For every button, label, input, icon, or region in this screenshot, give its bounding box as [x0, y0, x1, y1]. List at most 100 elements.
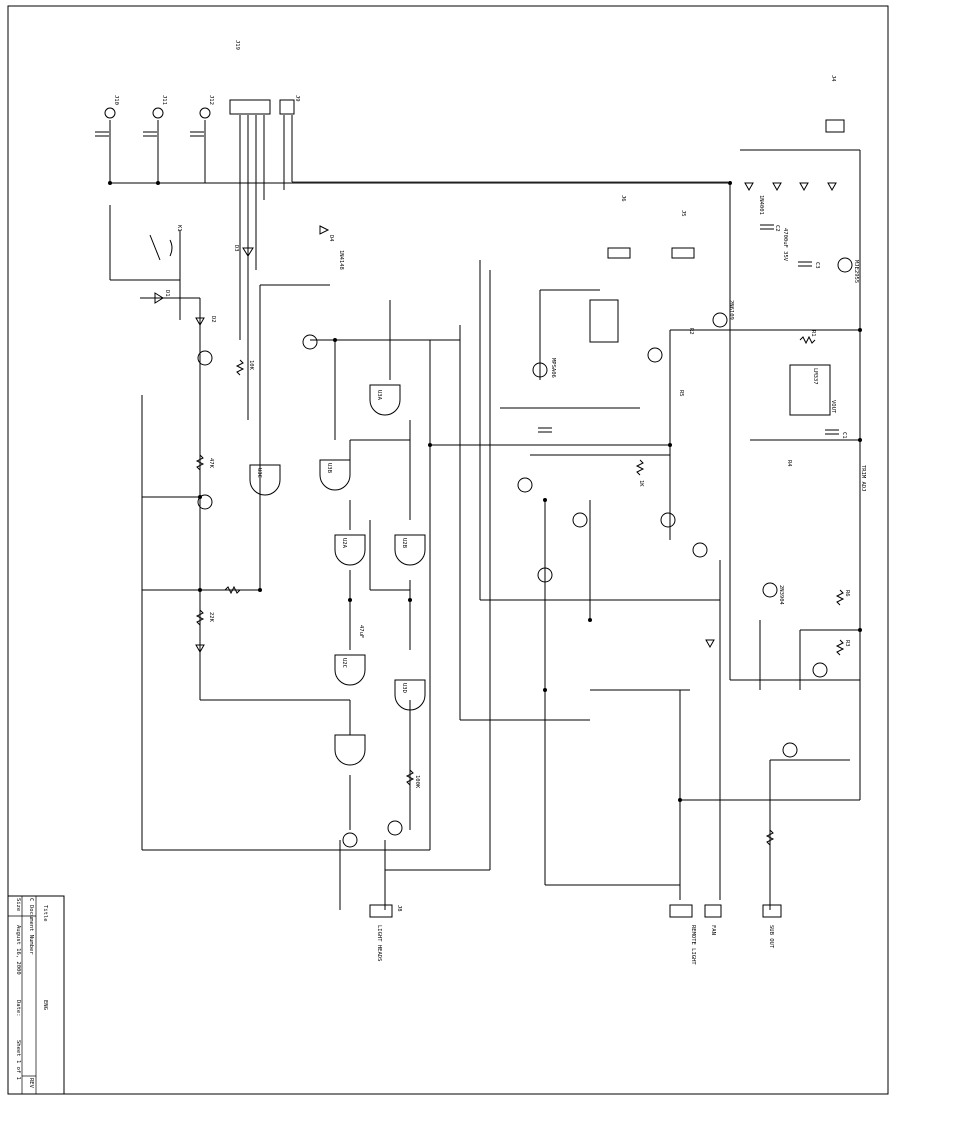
gate-u3c: [249, 464, 281, 496]
diode-d1-icon: [154, 292, 164, 304]
label-vout: VOUT: [830, 400, 836, 414]
diode-d3-icon: [242, 247, 254, 257]
jack-j12-icon: [199, 107, 211, 119]
label-val-47k: 47K: [208, 458, 214, 469]
label-r6: R6: [844, 590, 850, 597]
transistor-q3-icon: [302, 334, 318, 350]
label-r5: R5: [678, 390, 684, 397]
header-j4: [825, 119, 845, 133]
gate-u2c: [334, 654, 366, 686]
cap-c14-icon: [95, 131, 109, 137]
label-val-1n4001: 1N4001: [758, 195, 764, 215]
resistor-r6-icon: [835, 589, 845, 606]
transistor-q8-icon: [692, 542, 708, 558]
resistor-r24-icon: [235, 359, 245, 376]
label-r1: R1: [810, 330, 816, 337]
cap-c2-icon: [760, 224, 774, 230]
title-date-value: August 16, 2000: [15, 925, 21, 975]
label-u2a: U2A: [341, 538, 347, 549]
title-doc-label: Document Number: [28, 905, 34, 955]
regulator-u1: [789, 364, 831, 416]
label-q11: 2N3904: [778, 585, 784, 606]
transistor-q14-icon: [517, 477, 533, 493]
label-u1: LM337: [812, 368, 818, 385]
resistor-r31-icon: [195, 454, 205, 471]
transistor-q5-icon: [342, 832, 358, 848]
label-j8: J8: [396, 905, 402, 912]
gate-u3b: [319, 459, 351, 491]
transistor-q4-icon: [647, 347, 663, 363]
header-j5: [671, 247, 695, 259]
resistor-r14-icon: [635, 459, 645, 476]
label-r3: R3: [844, 640, 850, 647]
header-light-heads: [369, 904, 393, 918]
label-u2c: U2C: [341, 658, 347, 668]
resistor-r22-icon: [195, 609, 205, 626]
label-fan: FAN: [710, 925, 716, 935]
transistor-q1-icon: [837, 257, 853, 273]
header-j9: [279, 99, 295, 115]
cap-c1-icon: [825, 429, 839, 435]
resistor-r30-icon: [405, 769, 415, 786]
resistor-r35-icon: [765, 829, 775, 846]
diode-bridge-1-icon: [744, 182, 754, 192]
title-sheet-value: 1 of 1: [15, 1060, 21, 1080]
title-rev-value: ENG: [42, 1000, 48, 1010]
label-k1: K1: [176, 225, 182, 232]
label-u2b: U2B: [401, 538, 407, 549]
label-val-mps: MPSA06: [550, 358, 556, 378]
label-remote-light: REMOTE LIGHT: [690, 925, 696, 965]
label-d1: D1: [164, 290, 170, 297]
transistor-q10-icon: [532, 362, 548, 378]
wires: [109, 115, 861, 910]
diode-d2-icon: [195, 317, 205, 327]
cap-c16-icon: [190, 131, 204, 137]
label-d3: D3: [233, 245, 239, 252]
label-u3d: U3D: [401, 683, 407, 693]
title-sheet-label: Sheet: [15, 1040, 21, 1057]
label-q1: MJE2955: [853, 260, 859, 283]
diode-bridge-4-icon: [827, 182, 837, 192]
label-val-10k: 10K: [248, 360, 254, 371]
label-r2: R2: [688, 328, 694, 335]
relay-k1: [149, 234, 173, 261]
transistor-q11-icon: [762, 582, 778, 598]
transistor-q12-icon: [660, 512, 676, 528]
label-r4: R4: [786, 460, 792, 467]
diode-d6-icon: [195, 644, 205, 654]
title-size-value: C: [28, 898, 34, 901]
gate-u2b: [394, 534, 426, 566]
transistor-q13-icon: [572, 512, 588, 528]
label-j9: J9: [294, 95, 300, 102]
header-j19: [229, 99, 271, 115]
text-labels: J10 J11 J12 J19 J9 J6 J5 J4 J8 LIGHT HEA…: [113, 40, 866, 965]
junctions: [108, 181, 862, 802]
title-block: Date: August 16, 2000 Document Number Ti…: [7, 895, 65, 1095]
jack-j10-icon: [104, 107, 116, 119]
transistor-q16-icon: [782, 742, 798, 758]
sheet-border: [7, 5, 889, 1095]
cap-c3-icon: [798, 261, 812, 267]
label-j11: J11: [161, 95, 167, 105]
label-val-1k: 1K: [638, 480, 644, 487]
label-j19: J19: [234, 40, 240, 50]
label-sub-out: SUB OUT: [768, 925, 774, 949]
cap-c4-icon: [538, 427, 552, 433]
header-fan: [704, 904, 722, 918]
transistor-q15-icon: [537, 567, 553, 583]
label-j6: J6: [620, 195, 626, 202]
label-c3: C3: [814, 262, 820, 269]
label-trim-adj: TRIM ADJ: [860, 465, 866, 492]
label-j4: J4: [830, 75, 836, 82]
transistor-q7-icon: [197, 494, 213, 510]
diode-d4-icon: [319, 225, 330, 235]
transistor-q9-icon: [812, 662, 828, 678]
label-j12: J12: [208, 95, 214, 105]
label-val-100k: 100K: [414, 775, 420, 789]
label-d2: D2: [210, 316, 216, 323]
cap-c15-icon: [143, 131, 157, 137]
label-d4: D4: [328, 235, 334, 242]
relay-k2: [589, 299, 619, 343]
transistor-q2-icon: [197, 350, 213, 366]
label-j5: J5: [680, 210, 686, 217]
